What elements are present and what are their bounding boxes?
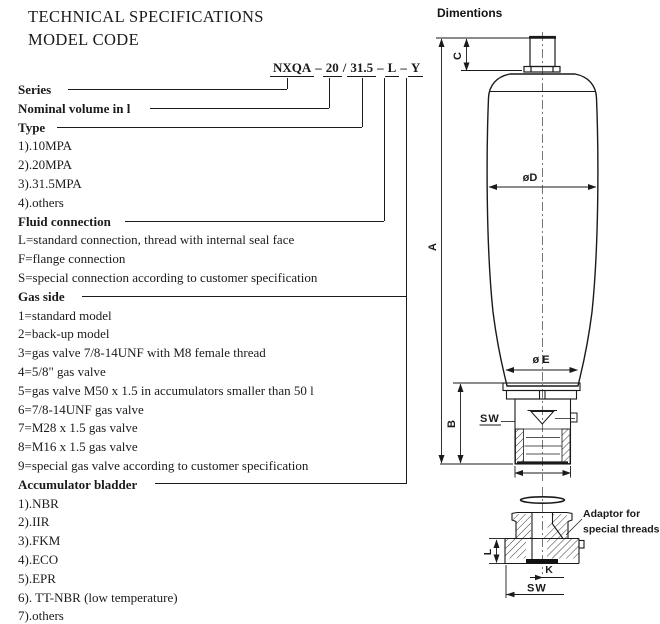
- spec-item: L=standard connection, thread with inter…: [18, 232, 295, 248]
- connector-fluid-drop: [384, 78, 385, 221]
- dim-E: ø E: [505, 354, 578, 373]
- gas-valve: [523, 35, 561, 73]
- connector-series: [68, 89, 287, 90]
- section-label-accumulator-bladder: Accumulator bladder: [18, 476, 138, 492]
- spec-item: 6). TT-NBR (low temperature): [18, 589, 178, 605]
- port-valve-symbol: [527, 410, 578, 425]
- connector-gas-side: [82, 296, 406, 297]
- spec-item: 7=M28 x 1.5 gas valve: [18, 420, 138, 436]
- spec-item: 1).NBR: [18, 495, 59, 511]
- dim-E-label: ø E: [532, 354, 549, 366]
- connector-fluid: [125, 221, 384, 222]
- spec-item: 9=special gas valve according to custome…: [18, 457, 309, 473]
- dim-B-label: B: [446, 420, 458, 428]
- adaptor-note-line2: special threads: [583, 524, 660, 536]
- spec-item: 3).FKM: [18, 533, 61, 549]
- section-label-volume: Nominal volume in l: [18, 100, 131, 116]
- dim-L: L: [482, 538, 505, 564]
- dim-C: C: [452, 38, 522, 71]
- model-code-gas: Y: [407, 60, 424, 77]
- title-line2: MODEL CODE: [28, 29, 140, 49]
- connector-type: [57, 127, 362, 128]
- sw-port-label: SW: [480, 413, 500, 425]
- dim-sw-adaptor: SW: [505, 565, 564, 598]
- dim-K: K: [530, 564, 564, 581]
- model-code: NXQA–20/31.5–L–Y: [270, 60, 424, 77]
- model-code-separator: –: [400, 60, 407, 75]
- title-line1: TECHNICAL SPECIFICATIONS: [28, 7, 264, 26]
- spec-item: 3).31.5MPA: [18, 175, 82, 191]
- spec-item: S=special connection according to custom…: [18, 269, 318, 285]
- spec-list: Series Nominal volume in l Type 1).10MPA…: [18, 81, 418, 624]
- connector-bladder: [155, 483, 406, 484]
- dim-A: A: [427, 37, 530, 465]
- o-ring: [519, 495, 566, 504]
- spec-item: 8=M16 x 1.5 gas valve: [18, 439, 138, 455]
- model-code-volume: 20: [322, 60, 342, 77]
- dim-port-bottom: [514, 466, 571, 478]
- model-code-separator: –: [377, 60, 384, 75]
- dim-L-label: L: [482, 548, 494, 555]
- vessel-shell: [486, 73, 599, 387]
- section-label-gas-side: Gas side: [18, 288, 65, 304]
- connector-gas-bladder-drop: [406, 78, 407, 484]
- dim-A-label: A: [427, 243, 439, 251]
- model-code-separator: –: [315, 60, 322, 75]
- spec-item: 4).ECO: [18, 551, 59, 567]
- accumulator-drawing: SW A C B: [427, 32, 660, 598]
- dimensions-heading: Dimentions: [437, 6, 503, 20]
- spec-item: 4).others: [18, 194, 64, 210]
- spec-item: 7).others: [18, 608, 64, 624]
- spec-item: F=flange connection: [18, 251, 126, 267]
- spec-item: 1=standard model: [18, 307, 112, 323]
- spec-item: 1).10MPA: [18, 138, 73, 154]
- section-label-series: Series: [18, 82, 52, 97]
- dim-sw-port: SW: [479, 413, 515, 426]
- dim-C-label: C: [452, 52, 464, 60]
- spec-item: 2=back-up model: [18, 326, 110, 342]
- model-code-series: NXQA: [270, 60, 315, 77]
- dim-K-label: K: [545, 564, 553, 576]
- spec-item: 2).20MPA: [18, 157, 73, 173]
- page-title: TECHNICAL SPECIFICATIONS MODEL CODE: [28, 6, 264, 51]
- section-label-fluid-connection: Fluid connection: [18, 213, 111, 229]
- spec-item: 6=7/8-14UNF gas valve: [18, 401, 144, 417]
- adaptor-note: Adaptor for special threads: [565, 508, 660, 536]
- adaptor: [504, 511, 585, 565]
- spec-item: 2).IIR: [18, 514, 50, 530]
- connector-type-drop: [362, 78, 363, 127]
- spec-item: 5).EPR: [18, 570, 56, 586]
- spec-item: 5=gas valve M50 x 1.5 in accumulators sm…: [18, 382, 314, 398]
- dim-D: øD: [488, 172, 597, 190]
- dim-D-label: øD: [523, 172, 538, 184]
- dim-sw-adaptor-label: SW: [527, 583, 547, 595]
- spec-item: 3=gas valve 7/8-14UNF with M8 female thr…: [18, 345, 266, 361]
- model-code-type: 31.5: [347, 60, 377, 77]
- spec-item: 4=5/8" gas valve: [18, 363, 106, 379]
- dim-B: B: [446, 382, 503, 464]
- connector-volume: [150, 108, 329, 109]
- adaptor-note-line1: Adaptor for: [583, 508, 640, 520]
- connector-series-drop: [287, 78, 288, 89]
- connector-volume-drop: [329, 78, 330, 108]
- model-code-separator: /: [342, 60, 347, 75]
- fluid-port: [502, 382, 581, 465]
- model-code-fluid: L: [384, 60, 400, 77]
- section-label-type: Type: [18, 119, 46, 135]
